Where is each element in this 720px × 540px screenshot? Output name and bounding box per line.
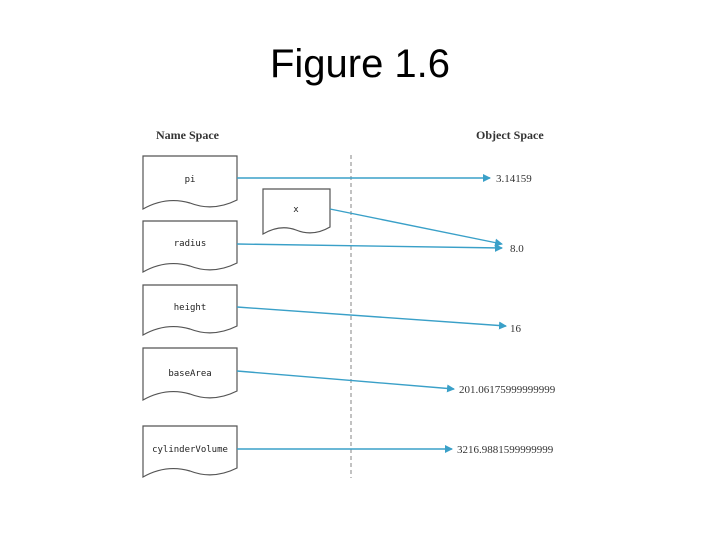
object-space-header: Object Space [476, 128, 544, 142]
variable-card-cylindervolume: cylinderVolume [142, 425, 238, 479]
reference-arrow-basearea [236, 370, 455, 393]
object-value-16: 16 [510, 323, 522, 335]
object-value-basearea: 201.06175999999999 [459, 384, 556, 396]
variable-name-height: height [174, 303, 207, 313]
object-value-cylindervolume: 3216.9881599999999 [457, 444, 554, 456]
reference-arrow-radius [236, 243, 503, 252]
object-value-pi: 3.14159 [496, 173, 532, 185]
name-space-header: Name Space [156, 128, 219, 142]
variable-card-height: height [142, 284, 238, 337]
variable-card-pi: pi [142, 155, 238, 211]
variable-card-basearea: baseArea [142, 347, 238, 402]
variable-card-radius: radius [142, 220, 238, 274]
reference-arrow-height [236, 306, 507, 330]
variable-name-x: x [293, 205, 299, 215]
slide-title: Figure 1.6 [269, 42, 451, 86]
variable-card-x: x [262, 188, 331, 236]
variable-name-cylindervolume: cylinderVolume [152, 445, 228, 455]
variable-name-radius: radius [174, 239, 207, 249]
object-value-8: 8.0 [510, 243, 524, 255]
reference-arrow-x [329, 208, 503, 247]
variable-name-pi: pi [185, 175, 196, 185]
variable-name-basearea: baseArea [168, 369, 211, 379]
